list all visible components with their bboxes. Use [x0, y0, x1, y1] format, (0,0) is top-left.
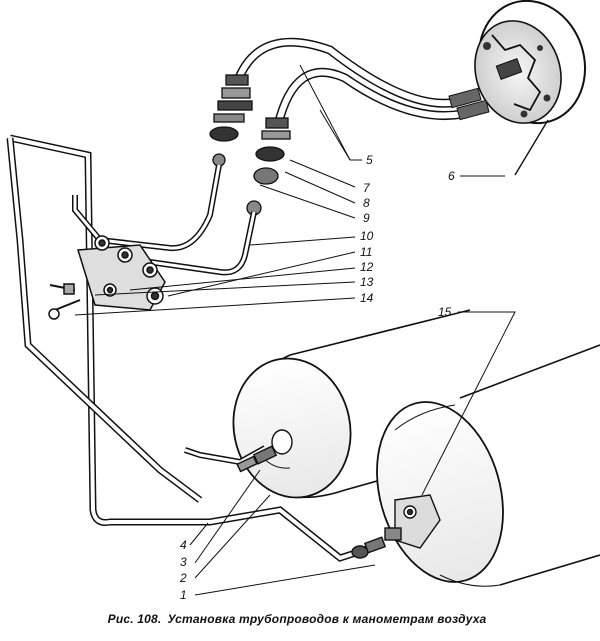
figure-title: Установка трубопроводов к манометрам воз… [167, 612, 487, 626]
callout-8: 8 [363, 196, 370, 210]
callout-14: 14 [360, 291, 374, 305]
air-tank-left [232, 309, 471, 499]
tank-left-valve [236, 429, 293, 473]
callout-10: 10 [360, 229, 374, 243]
callout-labels: 5 6 7 8 9 10 11 12 13 14 15 4 3 2 1 [179, 153, 455, 602]
callout-1: 1 [180, 588, 187, 602]
callout-6: 6 [448, 169, 455, 183]
pressure-gauge [474, 0, 587, 176]
figure-caption: Рис. 108. Установка трубопроводов к маном… [0, 612, 600, 626]
figure-label: Рис. 108. [107, 612, 162, 626]
callout-11: 11 [360, 245, 372, 259]
rigid-pipelines [6, 134, 382, 562]
callout-15: 15 [438, 305, 452, 319]
callout-5: 5 [366, 153, 373, 167]
leader-lines [74, 64, 516, 596]
callout-9: 9 [363, 211, 370, 225]
callout-13: 13 [360, 275, 374, 289]
callout-12: 12 [360, 260, 374, 274]
callout-2: 2 [179, 571, 187, 585]
callout-7: 7 [363, 181, 371, 195]
callout-3: 3 [180, 555, 187, 569]
callout-4: 4 [180, 538, 187, 552]
tank-right-valve [351, 494, 441, 559]
hose-fittings [209, 74, 291, 216]
flexible-hoses [233, 37, 490, 127]
